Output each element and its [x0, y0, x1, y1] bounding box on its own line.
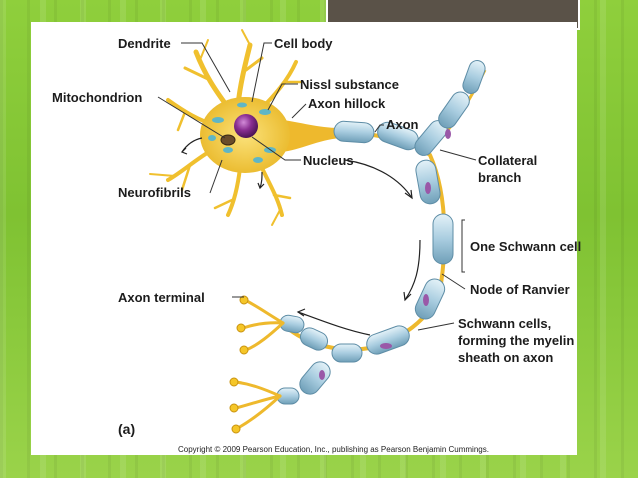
nucleus — [234, 114, 258, 138]
leader-lines — [157, 42, 477, 331]
label-branch: branch — [478, 170, 521, 185]
label-collateral: Collateral — [478, 153, 537, 168]
labels: Dendrite Cell body Nissl substance Mitoc… — [52, 36, 581, 454]
label-nucleus: Nucleus — [303, 153, 354, 168]
label-forming-myelin: forming the myelin — [458, 333, 574, 348]
label-axon-hillock: Axon hillock — [308, 96, 386, 111]
label-axon: Axon — [386, 117, 419, 132]
label-schwann-cells: Schwann cells, — [458, 316, 551, 331]
label-sheath-on-axon: sheath on axon — [458, 350, 553, 365]
nissl-substance — [208, 102, 276, 163]
label-one-schwann-cell: One Schwann cell — [470, 239, 581, 254]
copyright-notice: Copyright © 2009 Pearson Education, Inc.… — [178, 445, 489, 454]
label-node-of-ranvier: Node of Ranvier — [470, 282, 570, 297]
label-axon-terminal: Axon terminal — [118, 290, 205, 305]
label-mitochondrion: Mitochondrion — [52, 90, 142, 105]
axon-terminals — [234, 298, 285, 430]
label-nissl-substance: Nissl substance — [300, 77, 399, 92]
synaptic-knobs — [229, 295, 249, 434]
label-cell-body: Cell body — [274, 36, 333, 51]
schwann-nuclei — [319, 129, 451, 380]
axon-hillock — [282, 120, 340, 152]
label-dendrite: Dendrite — [118, 36, 171, 51]
panel-label: (a) — [118, 421, 135, 437]
direction-arrows — [180, 137, 421, 336]
label-neurofibrils: Neurofibrils — [118, 185, 191, 200]
myelin-sheath — [276, 60, 486, 405]
